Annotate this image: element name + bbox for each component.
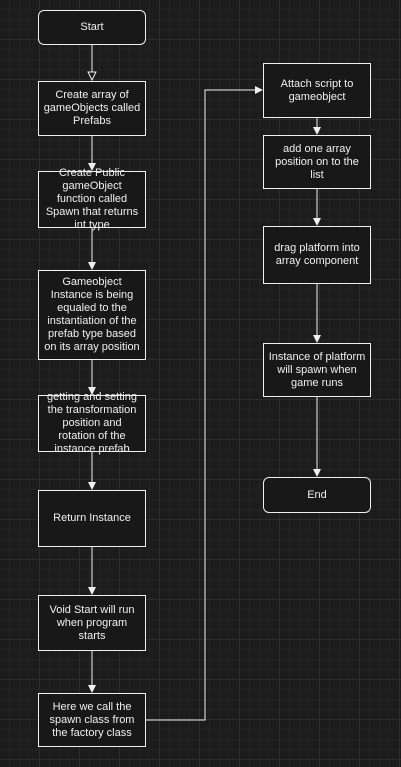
node-drag-platform[interactable]: drag platform into array component bbox=[263, 226, 371, 284]
node-start[interactable]: Start bbox=[38, 10, 146, 45]
node-create-spawn-function[interactable]: Create Public gameObject function called… bbox=[38, 167, 146, 231]
node-instance-spawn[interactable]: Instance of platform will spawn when gam… bbox=[263, 343, 371, 397]
node-attach-script[interactable]: Attach script to gameobject bbox=[263, 63, 371, 118]
node-call-spawn[interactable]: Here we call the spawn class from the fa… bbox=[38, 693, 146, 747]
node-void-start[interactable]: Void Start will run when program starts bbox=[38, 595, 146, 651]
hollow-arrowhead bbox=[87, 71, 97, 82]
node-add-array-position[interactable]: add one array position on to the list bbox=[263, 135, 371, 189]
node-create-array[interactable]: Create array of gameObjects called Prefa… bbox=[38, 81, 146, 136]
edge-call-spawn-to-attach-script bbox=[146, 86, 263, 721]
node-instance-equal[interactable]: Gameobject Instance is being equaled to … bbox=[38, 270, 146, 360]
node-end[interactable]: End bbox=[263, 477, 371, 513]
node-return-instance[interactable]: Return Instance bbox=[38, 490, 146, 547]
node-transform[interactable]: getting and setting the transformation p… bbox=[38, 391, 146, 455]
